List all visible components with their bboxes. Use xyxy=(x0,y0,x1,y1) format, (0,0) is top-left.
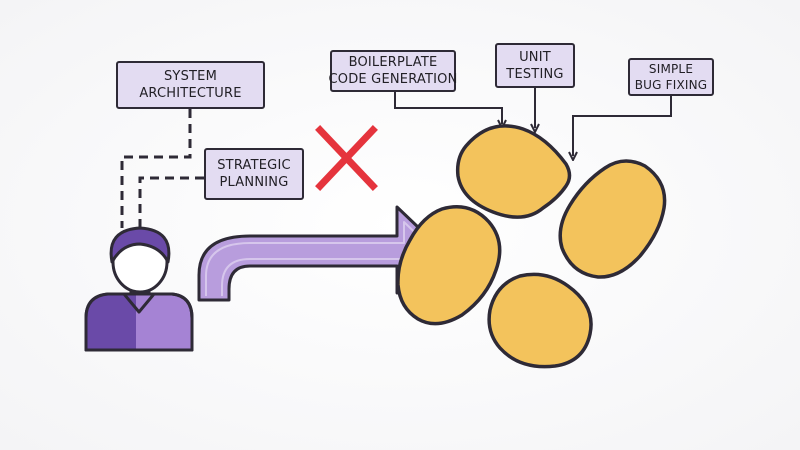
label-bug-fixing-line2: BUG FIXING xyxy=(634,78,708,92)
cross-icon xyxy=(315,125,378,191)
label-system-architecture-line1: SYSTEM xyxy=(163,69,218,84)
blob-bottom xyxy=(487,272,593,369)
pointer-bug-fixing xyxy=(573,96,672,156)
label-simple-bug-fixing: SIMPLE BUG FIXING xyxy=(628,58,714,96)
dashed-connectors xyxy=(120,109,204,228)
pointer-lines xyxy=(394,88,672,156)
person-icon xyxy=(84,226,194,352)
label-unit-testing: UNIT TESTING xyxy=(495,43,575,88)
label-system-architecture: SYSTEM ARCHITECTURE xyxy=(116,61,265,109)
label-system-architecture-line2: ARCHITECTURE xyxy=(139,86,242,101)
person-hair xyxy=(109,226,171,264)
label-unit-testing-line2: TESTING xyxy=(506,66,564,82)
person-collar xyxy=(122,293,156,314)
label-boilerplate-code-generation: BOILERPLATE CODE GENERATION xyxy=(328,50,458,92)
label-unit-testing-line1: UNIT xyxy=(519,49,551,65)
pointer-boilerplate xyxy=(394,92,502,124)
person-body-shade xyxy=(86,294,136,350)
label-boilerplate-line2: CODE GENERATION xyxy=(328,72,458,87)
connector-system-architecture xyxy=(120,109,192,228)
label-strategic-planning-line1: STRATEGIC xyxy=(217,158,291,173)
blob-boilerplate xyxy=(455,124,572,219)
label-strategic-planning: STRATEGIC PLANNING xyxy=(204,148,304,200)
connector-strategic-planning xyxy=(138,176,204,228)
label-strategic-planning-line2: PLANNING xyxy=(219,175,289,190)
label-boilerplate-line1: BOILERPLATE xyxy=(348,55,438,70)
blob-bug-fixing xyxy=(558,159,667,279)
task-blobs xyxy=(396,124,667,369)
label-bug-fixing-line1: SIMPLE xyxy=(648,62,694,76)
blob-center xyxy=(396,205,502,326)
